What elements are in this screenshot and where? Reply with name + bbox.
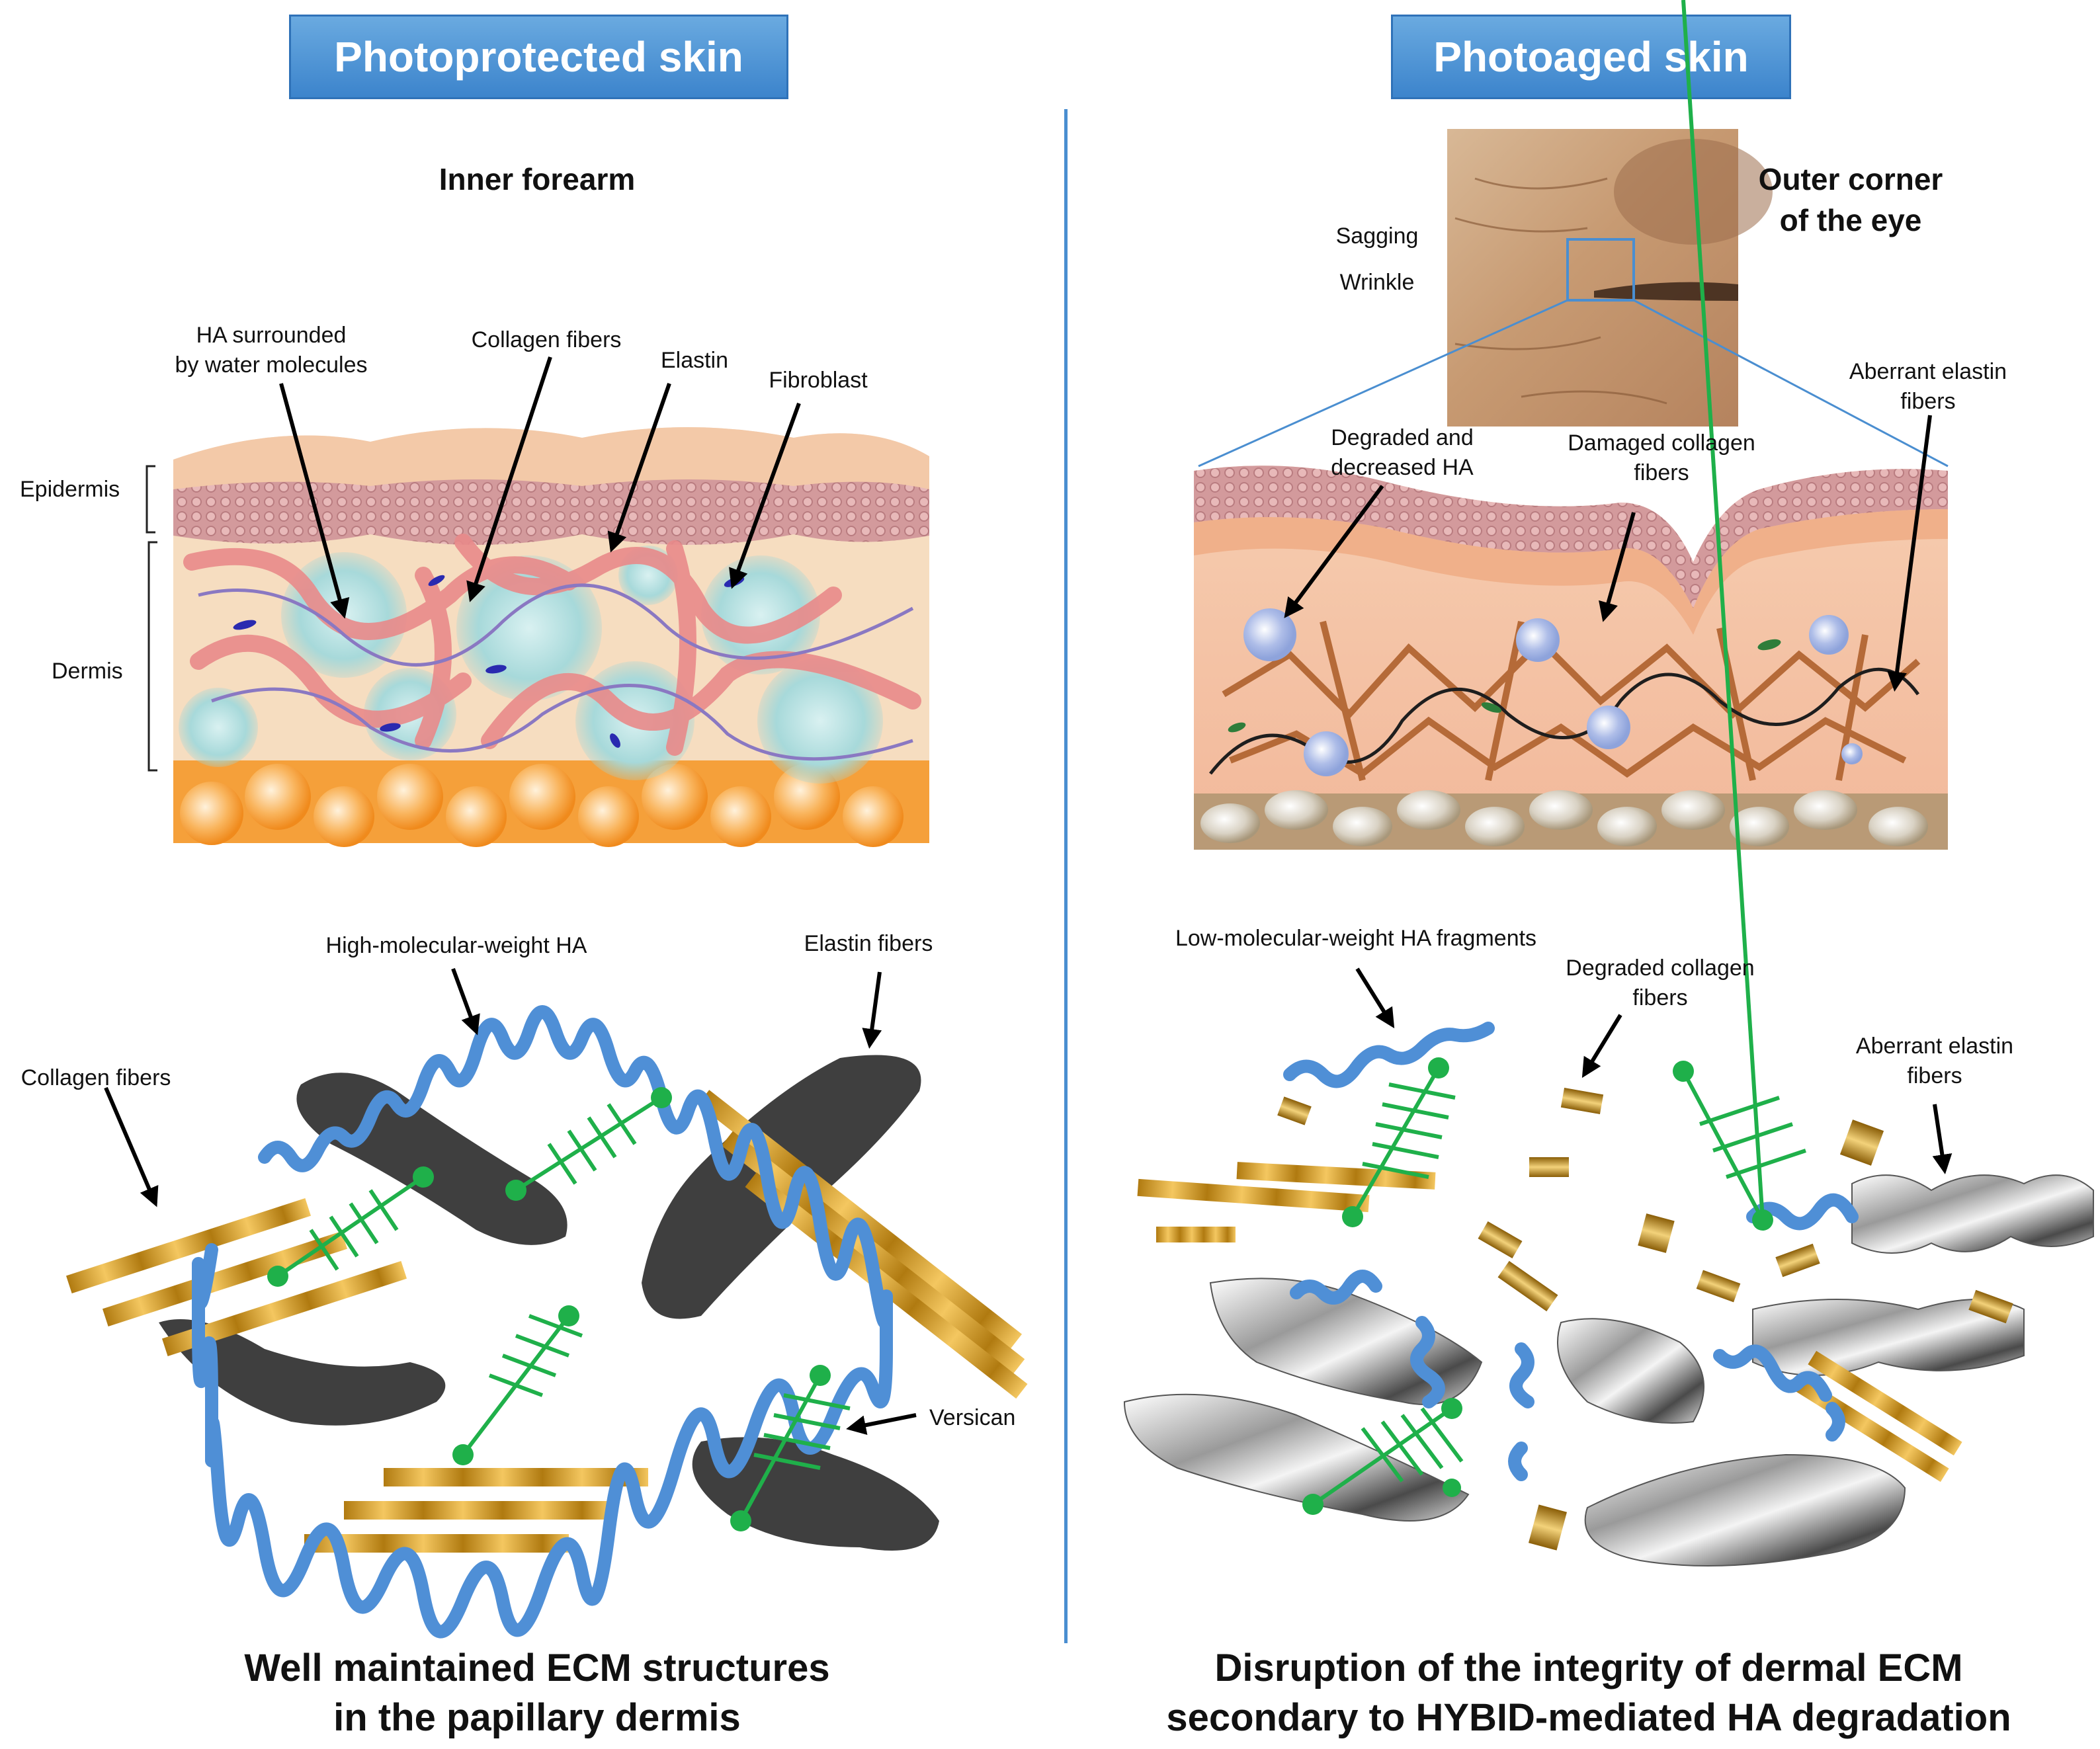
left-elastin-label: Elastin xyxy=(660,348,729,373)
left-collagen-fibers-label: Collagen fibers xyxy=(21,1065,171,1090)
right-site-label: Outer corner of the eye xyxy=(1758,162,1943,238)
right-ha-spheres xyxy=(1243,608,1863,776)
epidermis-label: Epidermis xyxy=(20,477,120,502)
right-silver-elastin xyxy=(1123,1174,2094,1566)
versican-label: Versican xyxy=(929,1405,1016,1430)
right-caption: Disruption of the integrity of dermal EC… xyxy=(1166,1647,2011,1740)
left-elastin-fibers xyxy=(198,583,914,761)
right-aberrant-elastin-label: Aberrant elastin fibers xyxy=(1855,1034,2014,1088)
left-hmw-ha-label: High-molecular-weight HA xyxy=(325,933,587,958)
right-fibroblasts xyxy=(1228,639,1781,733)
left-collagen-fibers xyxy=(183,534,921,756)
header-photoaged: Photoaged skin xyxy=(1391,15,1791,99)
left-site-label: Inner forearm xyxy=(439,162,636,196)
header-photoprotected-text: Photoprotected skin xyxy=(334,33,743,81)
right-lmw-ha-label: Low-molecular-weight HA fragments xyxy=(1175,926,1537,951)
right-ha-label: Degraded and decreased HA xyxy=(1331,425,1474,480)
dermis-label: Dermis xyxy=(52,659,123,684)
right-versican-nodes xyxy=(1302,1057,1773,1515)
left-ecm-diagram xyxy=(65,967,1028,1639)
left-fat-layer xyxy=(180,764,903,847)
right-collagen-label: Damaged collagen fibers xyxy=(1568,430,1755,485)
right-elastin-label: Aberrant elastin fibers xyxy=(1849,359,2007,414)
header-photoaged-text: Photoaged skin xyxy=(1433,33,1749,81)
left-fibroblasts xyxy=(233,575,745,748)
left-caption: Well maintained ECM structures in the pa… xyxy=(244,1647,830,1740)
right-versican xyxy=(1312,0,1806,1506)
left-versican-nodes xyxy=(267,1087,831,1531)
right-ecm-diagram xyxy=(1123,0,2094,1566)
left-collagen-label: Collagen fibers xyxy=(471,327,622,352)
right-skin-block xyxy=(1194,415,1948,850)
wrinkle-label: Wrinkle xyxy=(1339,270,1415,295)
left-ha-label: HA surrounded by water molecules xyxy=(175,323,368,378)
right-degraded-collagen-label: Degraded collagen fibers xyxy=(1566,956,1755,1010)
left-skin-block xyxy=(146,356,929,847)
right-gold-collagen-fragments xyxy=(1137,1088,2013,1551)
header-photoprotected: Photoprotected skin xyxy=(289,15,788,99)
sagging-label: Sagging xyxy=(1335,224,1419,249)
left-versican xyxy=(276,1096,851,1522)
left-elastin-fibers-label: Elastin fibers xyxy=(804,931,933,956)
right-eye-photo xyxy=(1198,129,1949,468)
left-fibroblast-label: Fibroblast xyxy=(769,368,868,393)
panel-divider xyxy=(1064,109,1068,1643)
right-lmw-ha-fragments xyxy=(1283,1022,1859,1481)
right-fat-layer xyxy=(1200,790,1928,846)
